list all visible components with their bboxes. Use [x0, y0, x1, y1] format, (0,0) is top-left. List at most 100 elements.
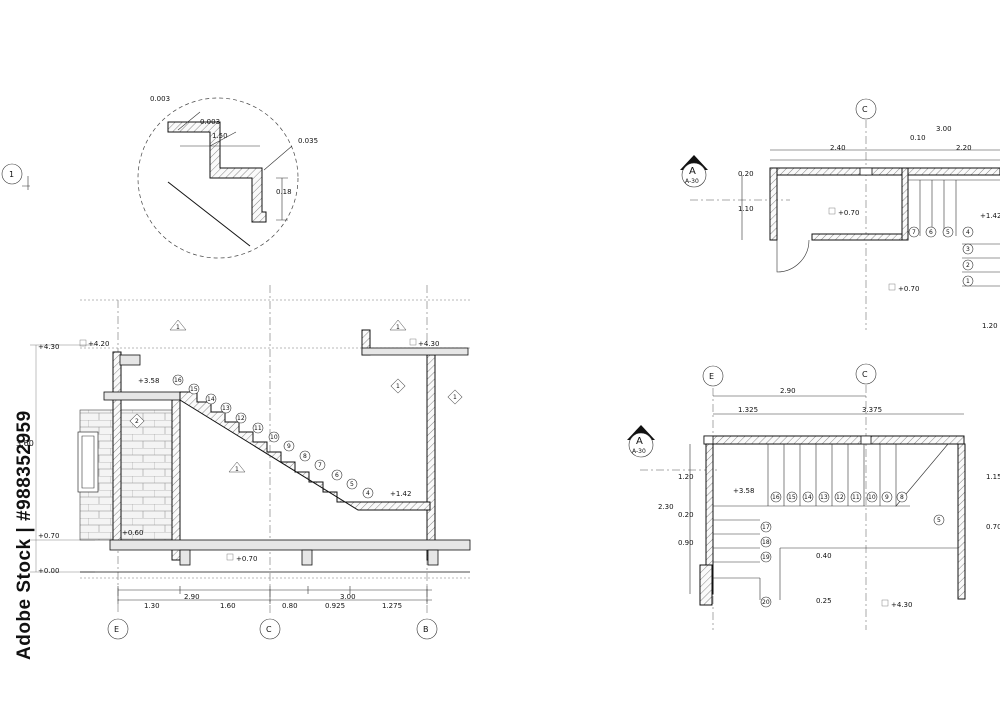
upper-axis-C: C: [862, 105, 868, 114]
svg-text:12: 12: [836, 494, 844, 501]
lower-dim-120: 1.20: [678, 473, 694, 481]
svg-text:4: 4: [966, 229, 970, 236]
lower-dim-070: 0.70: [986, 523, 1000, 531]
upper-level-142: +1.42: [980, 212, 1000, 220]
section-step: 13: [222, 405, 230, 412]
section-level-430: +4.30: [38, 343, 59, 351]
upper-dim-110: 1.10: [738, 205, 754, 213]
svg-text:1: 1: [453, 394, 457, 401]
section-axis-E: E: [114, 625, 119, 634]
detail-dim-2: 0.003: [200, 118, 220, 126]
detail-dim-4: 0.035: [298, 137, 318, 145]
lower-axis-E: E: [709, 372, 714, 381]
section-level-358: +3.58: [138, 377, 159, 385]
lower-step-numbers: 16 15 14 13 12 11 10 9 8 17 18 19 20 5: [760, 491, 945, 608]
lower-level-358: +3.58: [733, 487, 754, 495]
svg-text:14: 14: [804, 494, 812, 501]
detail-dim-5: 0.18: [276, 188, 292, 196]
detail-dim-3: 1.50: [212, 132, 228, 140]
upper-level-070: +0.70: [838, 209, 859, 217]
lower-dim-1325: 1.325: [738, 406, 758, 414]
upper-step-numbers: 7 6 5 4 3 2 1: [908, 226, 974, 287]
svg-text:1: 1: [235, 466, 239, 473]
detail-dim-1: 0.003: [150, 95, 170, 103]
section-overall-dim-1: 2.90: [184, 593, 200, 601]
section-bottom-dim-3: 0.80: [282, 602, 298, 610]
lower-section-letter: A: [636, 436, 643, 447]
lower-dim-040: 0.40: [816, 552, 832, 560]
stair-section: 3.60 +4.30 +4.20 +3.58 +1.42 +0.70 +0.60…: [16, 285, 471, 640]
section-step: 7: [318, 462, 322, 469]
section-bottom-dim-4: 0.925: [325, 602, 345, 610]
section-step: 9: [287, 443, 291, 450]
svg-text:13: 13: [820, 494, 828, 501]
svg-text:2: 2: [135, 418, 139, 425]
section-step: 16: [174, 377, 182, 384]
svg-text:7: 7: [912, 229, 916, 236]
lower-section-sheet: A-30: [632, 448, 646, 455]
upper-dim-220: 2.20: [956, 144, 972, 152]
svg-text:1: 1: [396, 324, 400, 331]
detail-ref-label: 1: [9, 170, 14, 179]
svg-text:8: 8: [900, 494, 904, 501]
section-step: 8: [303, 453, 307, 460]
section-step: 10: [270, 434, 278, 441]
upper-section-sheet: A-30: [685, 178, 699, 185]
svg-text:18: 18: [762, 539, 770, 546]
stock-id-watermark: Adobe Stock | #988352959: [10, 410, 35, 660]
section-level-070-left: +0.70: [38, 532, 59, 540]
section-level-430-right: +4.30: [418, 340, 439, 348]
section-level-000: +0.00: [38, 567, 59, 575]
svg-text:1: 1: [396, 383, 400, 390]
upper-floor-plan: C A A-30 3.00 2.40 0.10 2.20 0.20 1.10 1…: [680, 98, 1000, 330]
svg-text:15: 15: [788, 494, 796, 501]
section-level-420: +4.20: [88, 340, 109, 348]
stock-id-text: Adobe Stock | #988352959: [14, 410, 35, 660]
lower-dim-020: 0.20: [678, 511, 694, 519]
svg-text:3: 3: [966, 246, 970, 253]
svg-text:6: 6: [929, 229, 933, 236]
lower-dim-025: 0.25: [816, 597, 832, 605]
section-bottom-dim-1: 1.30: [144, 602, 160, 610]
svg-text:5: 5: [946, 229, 950, 236]
svg-text:5: 5: [937, 517, 941, 524]
lower-dim-115: 1.15: [986, 473, 1000, 481]
svg-text:19: 19: [762, 554, 770, 561]
section-height-dim: 3.60: [16, 439, 34, 448]
section-step: 6: [335, 472, 339, 479]
section-step: 4: [366, 490, 370, 497]
section-level-060: +0.60: [122, 529, 143, 537]
upper-section-letter: A: [689, 166, 696, 177]
section-step-numbers: 16 15 14 13 12 11 10 9 8 7 6 5 4: [172, 374, 374, 499]
svg-text:9: 9: [885, 494, 889, 501]
section-step: 12: [237, 415, 245, 422]
svg-text:10: 10: [868, 494, 876, 501]
section-axis-B: B: [423, 625, 429, 634]
section-level-142: +1.42: [390, 490, 411, 498]
upper-dim-240: 2.40: [830, 144, 846, 152]
svg-text:16: 16: [772, 494, 780, 501]
section-step: 11: [254, 425, 262, 432]
upper-dim-010: 0.10: [910, 134, 926, 142]
section-step: 5: [350, 481, 354, 488]
upper-level-070-b: +0.70: [898, 285, 919, 293]
section-axis-C: C: [266, 625, 272, 634]
svg-text:1: 1: [966, 278, 970, 285]
stair-nosing-detail: 0.003 0.003 1.50 0.035 0.18: [137, 95, 318, 259]
lower-axis-C: C: [862, 370, 868, 379]
section-level-070: +0.70: [236, 555, 257, 563]
lower-floor-plan: E C A A-30 2.90 1.325 3.375 1.20 2.30 0.…: [627, 363, 1000, 630]
detail-reference-bubble: 1: [1, 163, 30, 190]
svg-text:11: 11: [852, 494, 860, 501]
lower-level-430: +4.30: [891, 601, 912, 609]
section-step: 15: [190, 386, 198, 393]
section-bottom-dim-5: 1.275: [382, 602, 402, 610]
upper-dim-120: 1.20: [982, 322, 998, 330]
section-tags: 2 1 1 1 1 1: [129, 319, 463, 473]
section-overall-dim-2: 3.00: [340, 593, 356, 601]
upper-dim-020: 0.20: [738, 170, 754, 178]
svg-text:20: 20: [762, 599, 770, 606]
svg-text:2: 2: [966, 262, 970, 269]
lower-dim-090: 0.90: [678, 539, 694, 547]
